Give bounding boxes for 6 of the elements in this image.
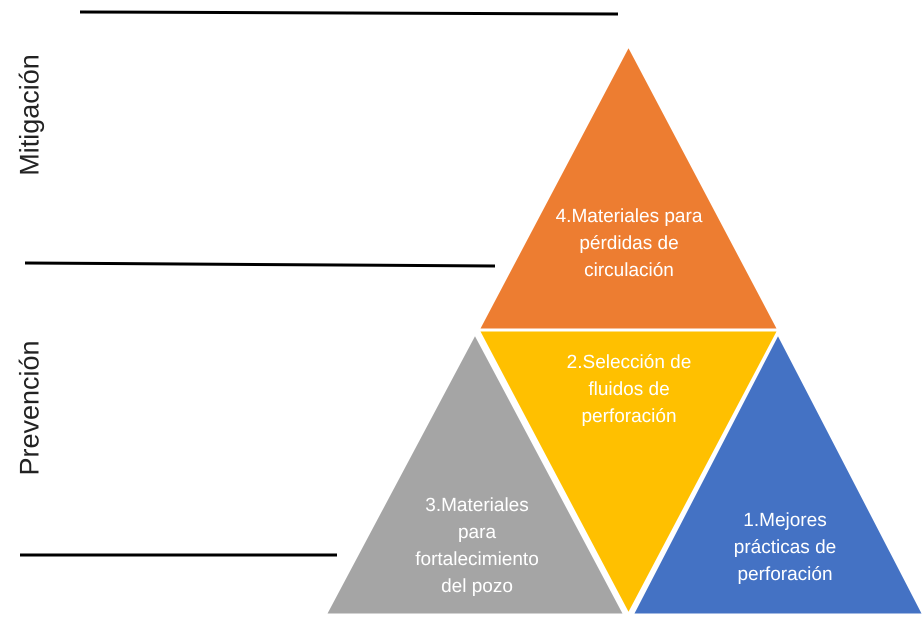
segment-label: 2.Selección de fluidos de perforación — [566, 351, 692, 429]
segment-label: 1.Mejores prácticas de perforación — [732, 509, 838, 587]
axis-label: Prevención — [14, 340, 46, 476]
segment-label: 4.Materiales para pérdidas de circulación — [554, 205, 704, 283]
axis-label: Mitigación — [14, 54, 46, 176]
segment-label: 3.Materiales para fortalecimiento del pozo — [415, 494, 539, 599]
